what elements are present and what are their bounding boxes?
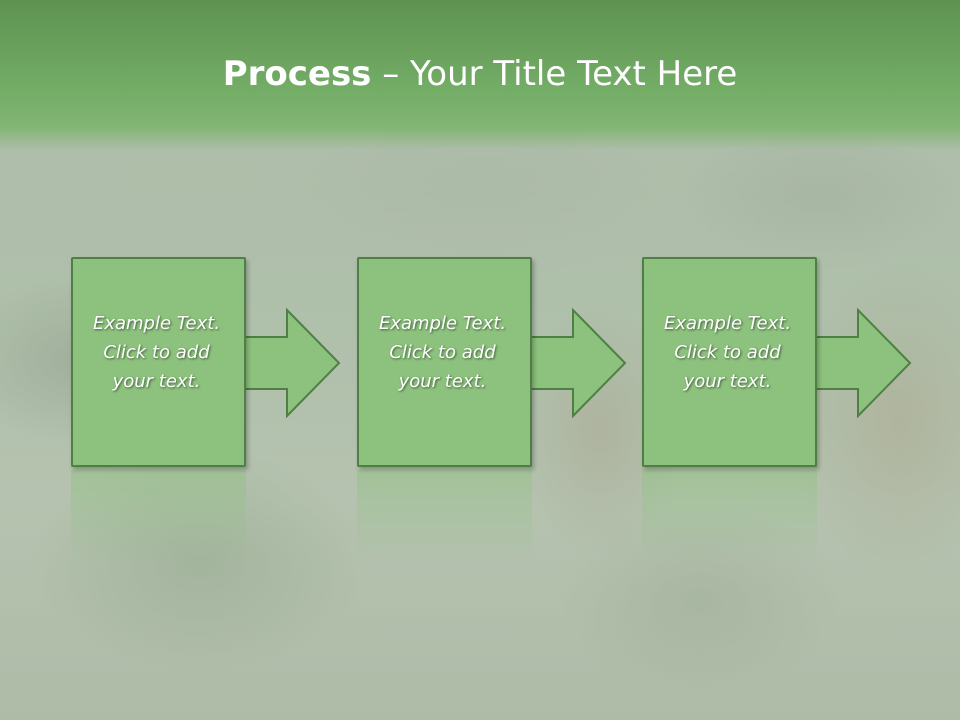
title-band — [0, 0, 960, 150]
step-text-line: your text. — [398, 371, 487, 392]
process-step-3[interactable]: Example Text. Click to add your text. — [642, 257, 817, 467]
step-box — [71, 257, 246, 467]
step-text-line: your text. — [112, 371, 201, 392]
step-text-line: Click to add — [674, 342, 781, 363]
step-box — [642, 257, 817, 467]
title-bold: Process — [222, 54, 372, 94]
step-reflection — [357, 470, 532, 560]
step-reflection — [642, 470, 817, 560]
step-reflection — [71, 470, 246, 560]
step-text[interactable]: Example Text. Click to add your text. — [642, 309, 813, 396]
process-step-1[interactable]: Example Text. Click to add your text. — [71, 257, 246, 467]
right-arrow-icon — [529, 308, 627, 418]
slide-title[interactable]: Process – Your Title Text Here — [0, 52, 960, 96]
step-text-line: Example Text. — [378, 313, 507, 334]
step-text[interactable]: Example Text. Click to add your text. — [71, 309, 242, 396]
step-text-line: Example Text. — [92, 313, 221, 334]
title-rest: – Your Title Text Here — [371, 54, 738, 94]
right-arrow-icon — [814, 308, 912, 418]
process-step-2[interactable]: Example Text. Click to add your text. — [357, 257, 532, 467]
right-arrow-icon — [243, 308, 341, 418]
step-text-line: your text. — [683, 371, 772, 392]
step-box — [357, 257, 532, 467]
step-text[interactable]: Example Text. Click to add your text. — [357, 309, 528, 396]
step-text-line: Example Text. — [663, 313, 792, 334]
step-text-line: Click to add — [389, 342, 496, 363]
step-text-line: Click to add — [103, 342, 210, 363]
